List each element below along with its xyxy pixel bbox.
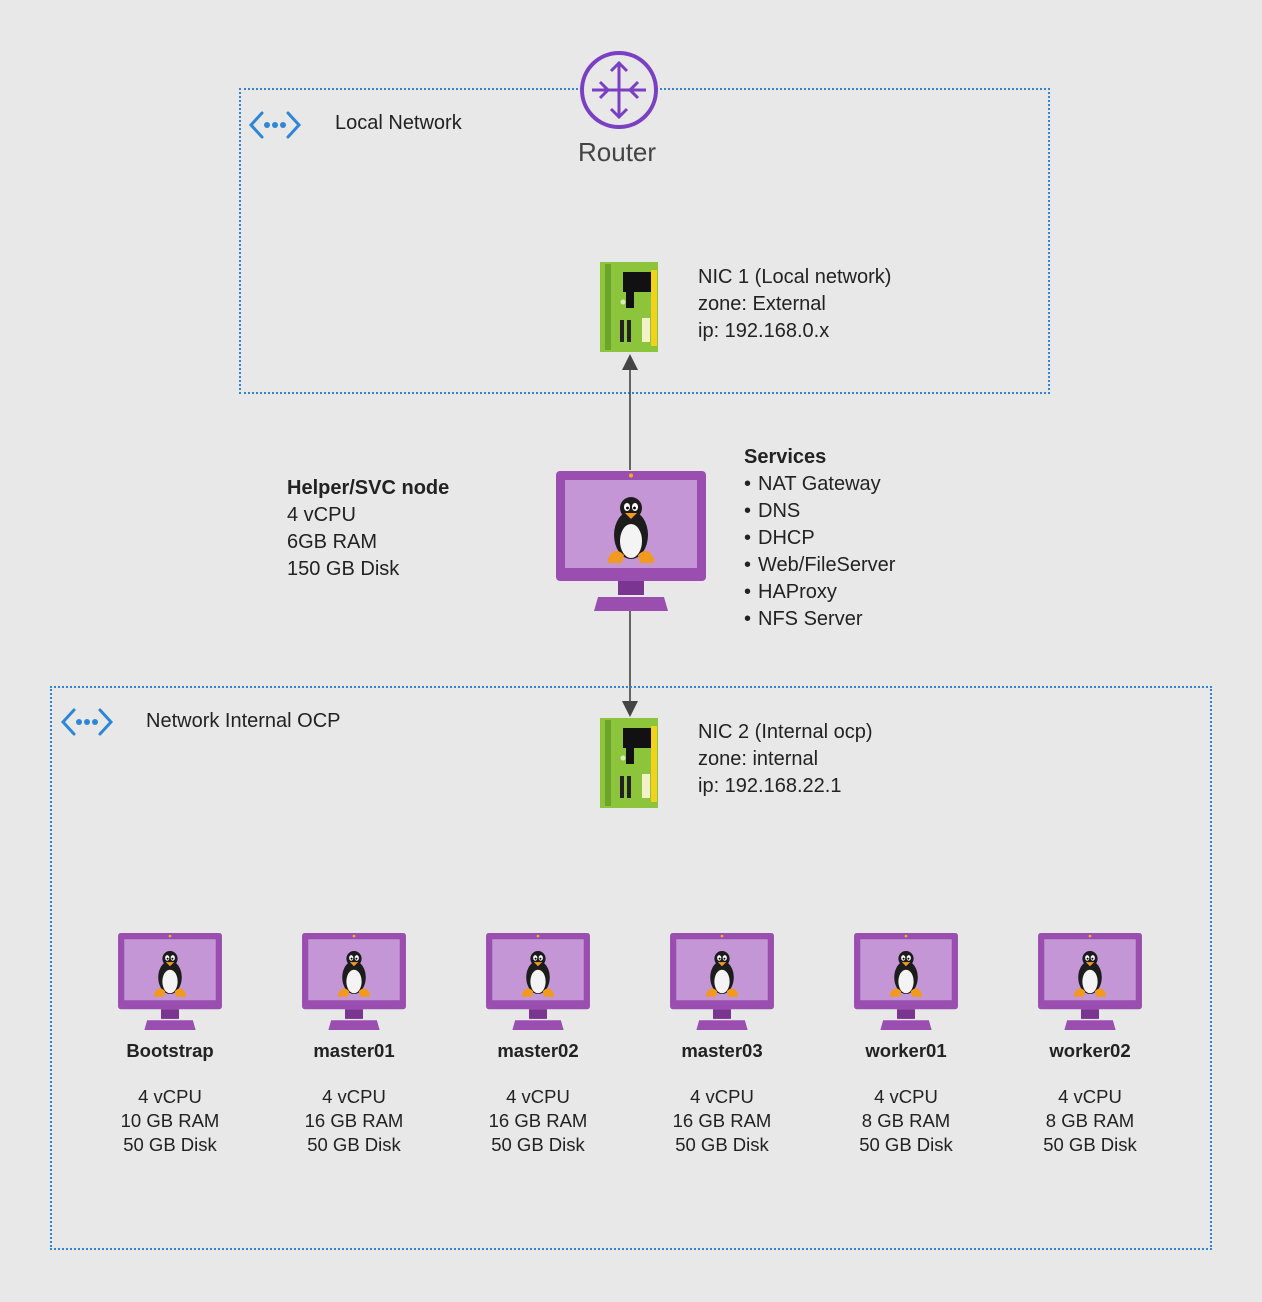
node-cpu: 4 vCPU [322,1086,386,1107]
nic-2-line: ip: 192.168.22.1 [698,775,842,797]
node-ram: 16 GB RAM [672,1110,772,1131]
helper-node-spec: 150 GB Disk [287,558,400,580]
nic-1-info: NIC 1 (Local network) zone: External ip:… [698,264,891,345]
service-item: DHCP [736,525,895,552]
node-ram: 8 GB RAM [861,1110,951,1131]
nic-1-line: NIC 1 (Local network) [698,266,892,288]
internal-network-label: Network Internal OCP [146,710,341,732]
node-name: worker01 [865,1040,947,1061]
worker01-monitor-icon[interactable] [853,933,959,1030]
helper-node-info: Helper/SVC node 4 vCPU 6GB RAM 150 GB Di… [287,475,449,583]
node-cpu: 4 vCPU [506,1086,570,1107]
node-disk: 50 GB Disk [307,1134,401,1155]
node-name: master01 [313,1040,395,1061]
node-ram: 16 GB RAM [304,1110,404,1131]
node-cpu: 4 vCPU [1058,1086,1122,1107]
node-master03: master03 4 vCPU 16 GB RAM 50 GB Disk [630,1039,814,1157]
worker02-monitor-icon[interactable] [1037,933,1143,1030]
node-name: master03 [681,1040,763,1061]
node-disk: 50 GB Disk [491,1134,585,1155]
nic-2-line: zone: internal [698,748,819,770]
node-worker02: worker02 4 vCPU 8 GB RAM 50 GB Disk [998,1039,1182,1157]
nic-1-line: zone: External [698,293,826,315]
node-ram: 16 GB RAM [488,1110,588,1131]
master03-monitor-icon[interactable] [669,933,775,1030]
services-title: Services [744,446,827,468]
node-master02: master02 4 vCPU 16 GB RAM 50 GB Disk [446,1039,630,1157]
node-master01: master01 4 vCPU 16 GB RAM 50 GB Disk [262,1039,446,1157]
router-icon[interactable] [580,51,658,129]
virtual-network-icon [60,707,114,737]
node-disk: 50 GB Disk [675,1134,769,1155]
nic-1-line: ip: 192.168.0.x [698,320,830,342]
helper-node-spec: 6GB RAM [287,531,378,553]
master01-monitor-icon[interactable] [301,933,407,1030]
node-ram: 10 GB RAM [120,1110,220,1131]
node-name: Bootstrap [126,1040,214,1061]
node-disk: 50 GB Disk [123,1134,217,1155]
internal-network-zone [50,686,1212,1250]
node-cpu: 4 vCPU [874,1086,938,1107]
router-label: Router [578,137,657,167]
nic-2-icon [600,718,660,808]
services-panel: Services NAT Gateway DNS DHCP Web/FileSe… [744,444,895,633]
service-item: NFS Server [736,606,895,633]
helper-node-title: Helper/SVC node [287,477,450,499]
node-cpu: 4 vCPU [138,1086,202,1107]
services-list: NAT Gateway DNS DHCP Web/FileServer HAPr… [736,471,895,633]
local-network-label: Local Network [335,112,462,134]
nic-2-line: NIC 2 (Internal ocp) [698,721,873,743]
service-item: DNS [736,498,895,525]
node-ram: 8 GB RAM [1045,1110,1135,1131]
helper-node-spec: 4 vCPU [287,504,356,526]
service-item: NAT Gateway [736,471,895,498]
node-disk: 50 GB Disk [859,1134,953,1155]
node-name: master02 [497,1040,579,1061]
node-cpu: 4 vCPU [690,1086,754,1107]
bootstrap-monitor-icon[interactable] [117,933,223,1030]
master02-monitor-icon[interactable] [485,933,591,1030]
helper-node-monitor-icon[interactable] [556,471,706,611]
service-item: HAProxy [736,579,895,606]
service-item: Web/FileServer [736,552,895,579]
node-disk: 50 GB Disk [1043,1134,1137,1155]
node-bootstrap: Bootstrap 4 vCPU 10 GB RAM 50 GB Disk [78,1039,262,1157]
nic-2-info: NIC 2 (Internal ocp) zone: internal ip: … [698,719,873,800]
node-name: worker02 [1049,1040,1131,1061]
node-worker01: worker01 4 vCPU 8 GB RAM 50 GB Disk [814,1039,998,1157]
